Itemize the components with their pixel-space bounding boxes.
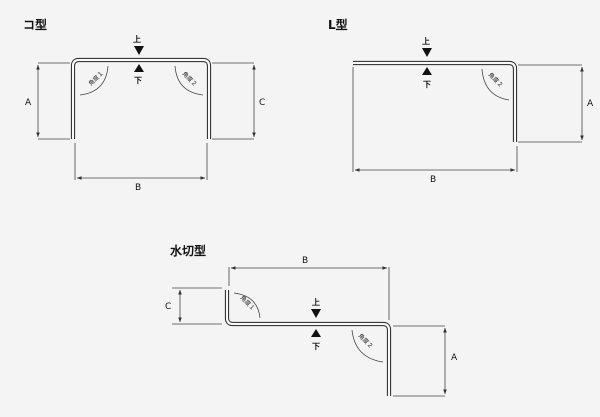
mizukiri-down-arrow-icon	[311, 329, 321, 337]
l-dim-b-label: B	[430, 175, 436, 185]
l-up-arrow-icon	[422, 48, 432, 57]
l-up-label: 上	[422, 36, 430, 46]
l-shape-title: L型	[328, 17, 348, 32]
ko-shape-title: コ型	[23, 17, 47, 32]
mizukiri-up-label: 上	[312, 297, 320, 307]
ko-up-label: 上	[133, 34, 141, 44]
ko-dim-a-label: A	[25, 98, 32, 108]
l-angle-2-arc	[481, 68, 510, 101]
ko-dim-b-label: B	[135, 183, 141, 193]
ko-shape-group: コ型 上 下 角度１ 角度２ A C B	[23, 17, 265, 193]
mizukiri-angle-2-label: 角度２	[357, 332, 375, 350]
ko-up-arrow-icon	[134, 46, 144, 55]
ko-down-arrow-icon	[134, 64, 144, 72]
mizukiri-shape-group: 水切型 上 下 角度１ 角度２ C B A	[165, 243, 458, 397]
ko-angle-1-arc	[79, 65, 109, 96]
l-angle-2-label: 角度２	[487, 71, 505, 89]
mizukiri-profile-core	[225, 290, 391, 396]
mizukiri-angle-2-arc	[351, 329, 384, 363]
mizukiri-down-label: 下	[312, 342, 320, 351]
ko-angle-2-arc	[174, 65, 204, 96]
mizukiri-shape-title: 水切型	[170, 243, 206, 258]
l-down-label: 下	[423, 80, 431, 89]
l-profile-core	[353, 61, 517, 142]
l-shape-group: L型 上 下 角度２ A B	[328, 17, 594, 185]
mizukiri-dim-b-label: B	[302, 256, 308, 266]
l-down-arrow-icon	[422, 67, 432, 75]
ko-down-label: 下	[134, 76, 142, 85]
l-dim-a-label: A	[587, 99, 594, 109]
mizukiri-angle-1-arc	[233, 292, 261, 319]
ko-dim-c-label: C	[259, 98, 265, 108]
ko-angle-2-label: 角度２	[181, 70, 199, 88]
ko-angle-1-label: 角度１	[87, 69, 105, 87]
mizukiri-dim-c-label: C	[165, 302, 171, 312]
mizukiri-dim-a-label: A	[451, 353, 458, 363]
ko-profile-core	[71, 58, 211, 139]
mizukiri-up-arrow-icon	[311, 309, 321, 318]
